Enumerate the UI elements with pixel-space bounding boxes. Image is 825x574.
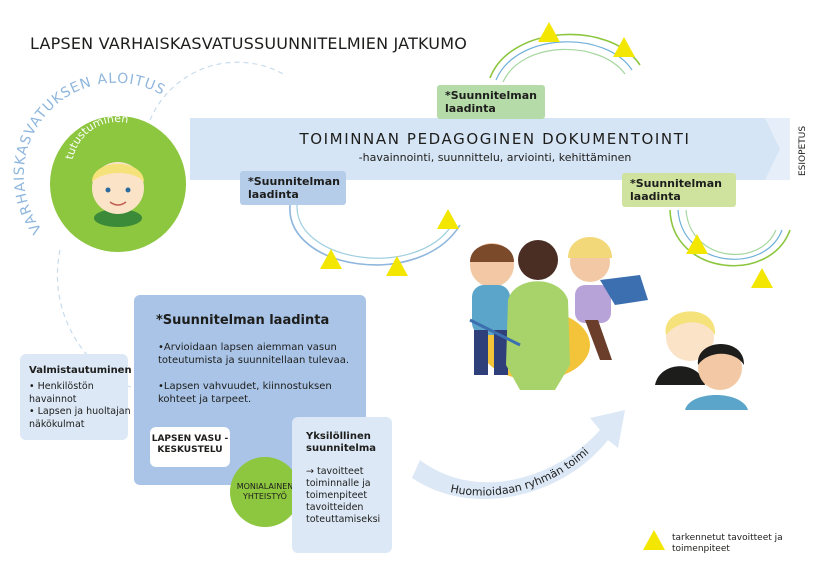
- left-cycle-arc-2: [296, 204, 453, 259]
- list-item: • Henkilöstön havainnot: [29, 381, 94, 405]
- plan-pill-right: *Suunnitelman laadinta: [622, 173, 736, 207]
- main-card-text-1: •Arvioidaan lapsen aiemman vasun toteutu…: [158, 342, 350, 366]
- vasu-discussion-box: [150, 427, 230, 467]
- individual-plan-text: → tavoitteet toiminnalle ja toimenpiteet…: [306, 466, 381, 525]
- individual-plan-card: [292, 417, 392, 553]
- legend-label: tarkennetut tavoitteet ja toimenpiteet: [672, 533, 783, 554]
- main-card-text-2: •Lapsen vahvuudet, kiinnostuksen kohteet…: [158, 381, 332, 405]
- page-title: LAPSEN VARHAISKASVATUSSUUNNITELMIEN JATK…: [30, 34, 468, 53]
- triangle-marker-icon: [538, 22, 560, 42]
- group-arrow: [412, 410, 625, 500]
- triangle-marker-icon: [613, 37, 635, 57]
- top-cycle-arc-3: [502, 48, 626, 83]
- triangle-marker-icon: [437, 209, 459, 229]
- band-title: TOIMINNAN PEDAGOGINEN DOKUMENTOINTI: [299, 130, 691, 148]
- triangle-marker-icon: [386, 256, 408, 276]
- top-cycle-arc-2: [495, 41, 633, 81]
- prep-card: [20, 354, 128, 440]
- prep-card-title: Valmistautuminen: [29, 365, 132, 376]
- main-card-title: *Suunnitelman laadinta: [156, 313, 330, 328]
- legend-triangle-icon: [643, 530, 665, 550]
- prep-card-list: • Henkilöstön havainnot • Lapsen ja huol…: [29, 381, 133, 431]
- documentation-band: [190, 118, 780, 180]
- band-arrow-tail: [760, 118, 790, 180]
- adult-faces-illustration: [655, 311, 748, 410]
- triangle-marker-icon: [686, 234, 708, 254]
- right-cycle-arc-1: [669, 209, 791, 267]
- band-subtitle: -havainnointi, suunnittelu, arviointi, k…: [358, 151, 632, 164]
- individual-plan-title: Yksilöllinen suunnitelma: [306, 431, 377, 454]
- child-face-icon: [92, 162, 144, 227]
- right-cycle-arc-3: [685, 209, 777, 255]
- multidisciplinary-label: MONIALAINEN YHTEISTYÖ: [236, 482, 294, 501]
- triangle-marker-icon: [320, 249, 342, 269]
- triangle-marker-icon: [751, 268, 773, 288]
- left-cycle-arc-1: [289, 204, 461, 266]
- list-item: • Lapsen ja huoltajan näkökulmat: [29, 406, 131, 430]
- esiopetus-label: ESIOPETUS: [798, 126, 808, 176]
- plan-pill-left: *Suunnitelman laadinta: [240, 171, 346, 205]
- dashed-arc: [149, 61, 286, 121]
- plan-pill-top: *Suunnitelman laadinta: [437, 85, 545, 119]
- vasu-discussion-label: LAPSEN VASU -KESKUSTELU: [151, 434, 229, 455]
- multidisciplinary-circle: [230, 457, 300, 527]
- svg-text:ESIOPETUS: ESIOPETUS: [798, 126, 808, 176]
- children-group-illustration: [469, 237, 648, 390]
- right-cycle-arc-2: [677, 209, 783, 260]
